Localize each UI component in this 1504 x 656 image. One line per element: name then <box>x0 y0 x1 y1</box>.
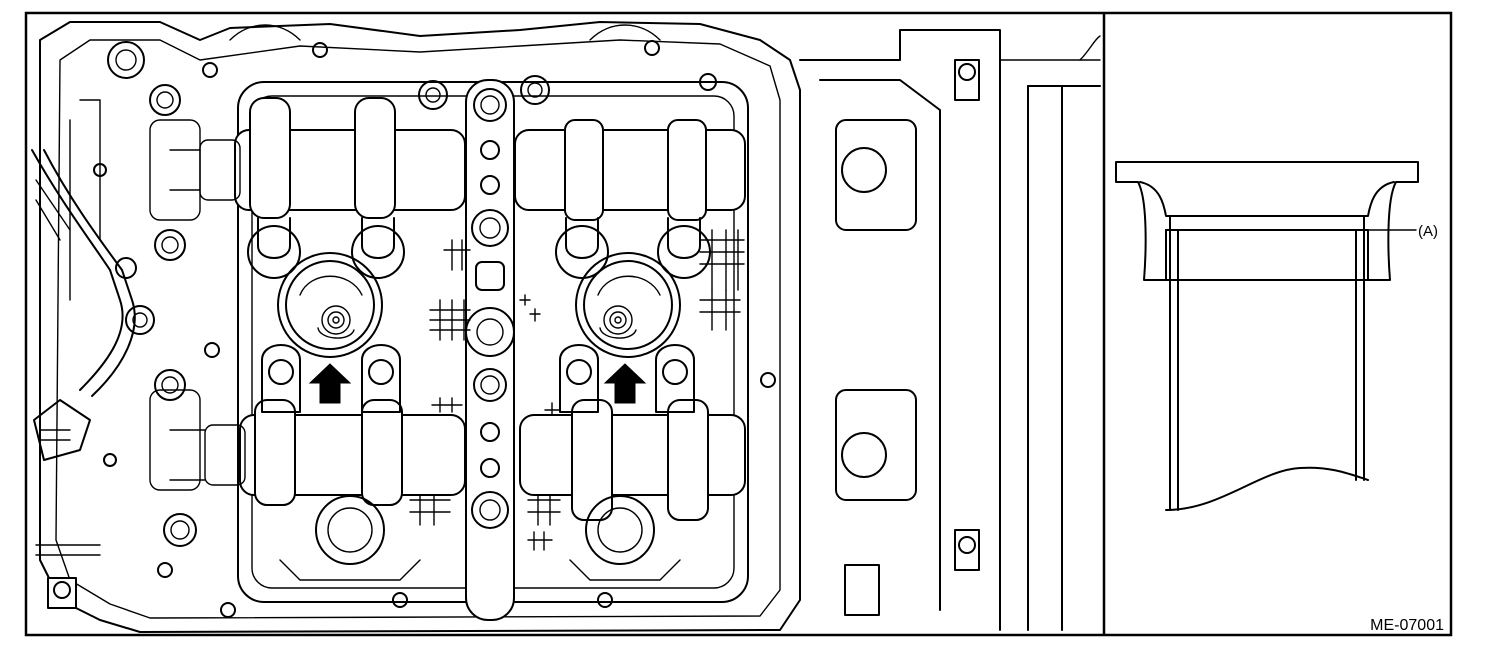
bolt-group-left <box>107 41 236 618</box>
center-cap-strip <box>465 79 515 621</box>
upper-camshaft <box>169 97 746 279</box>
valve-spring-right <box>575 252 681 358</box>
arrow-up-icon <box>603 363 647 404</box>
cross-marks <box>409 229 745 551</box>
arrow-up-icon <box>308 363 352 404</box>
detail-view: (A) <box>1115 161 1438 511</box>
valve-spring-left <box>277 252 383 358</box>
lower-camshaft <box>169 399 746 581</box>
figure-frame <box>24 11 1453 637</box>
lower-lifters <box>261 344 695 413</box>
cylinder-head-view <box>31 21 1101 633</box>
callout-label-a: (A) <box>1418 223 1438 240</box>
figure-code: ME-07001 <box>1370 617 1444 634</box>
